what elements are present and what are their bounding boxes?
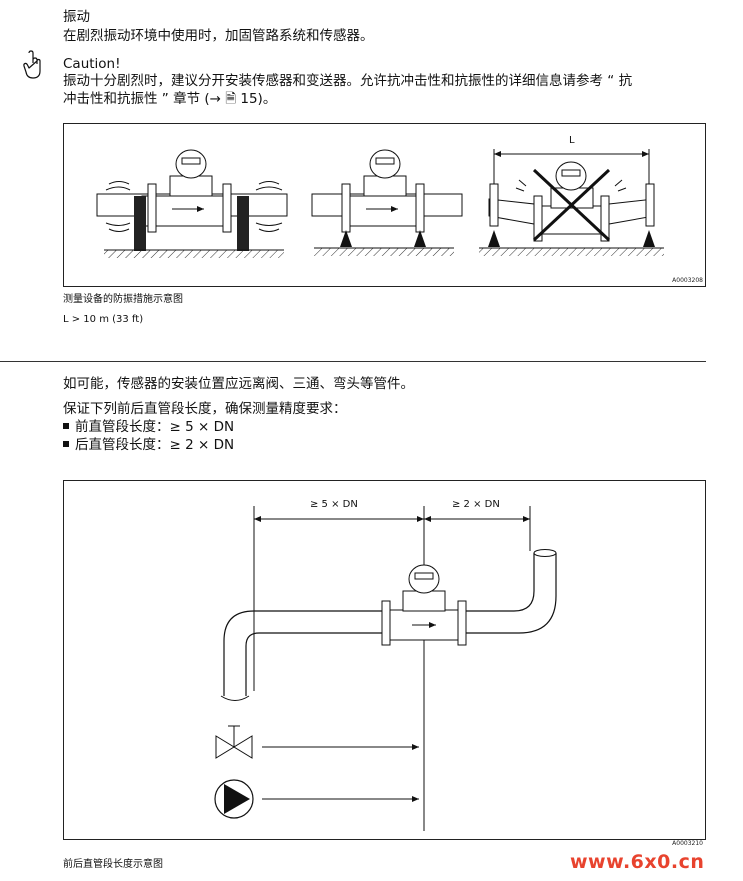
drawing-floor-mounted-pipe	[311, 149, 463, 256]
caution-text-line1: 振动十分剧烈时，建议分开安装传感器和变送器。允许抗冲击性和抗振性的详细信息请参考…	[63, 73, 633, 89]
section-divider	[0, 361, 706, 362]
dimension-label-l: L	[569, 135, 575, 146]
bullet-item: 前直管段长度：≥ 5 × DN	[63, 418, 234, 436]
drawing-supported-pipe	[96, 149, 288, 258]
figure-caption: 前后直管段长度示意图	[63, 859, 163, 870]
caution-title: Caution!	[63, 56, 121, 72]
bullet-text: 后直管段长度：≥ 2 × DN	[75, 437, 235, 453]
straight-run-paragraph-1: 如可能，传感器的安装位置应远离阀、三通、弯头等管件。	[63, 376, 414, 392]
dimension-inlet-label: ≥ 5 × DN	[310, 499, 358, 510]
section-heading-vibration: 振动	[63, 9, 90, 25]
figure-caption: 测量设备的防振措施示意图	[63, 294, 183, 305]
figure-code: A0003208	[672, 277, 703, 284]
figure-code: A0003210	[672, 840, 703, 847]
vibration-intro: 在剧烈振动环境中使用时，加固管路系统和传感器。	[63, 28, 374, 44]
vibration-figure: L A0003208	[63, 123, 706, 287]
straight-run-figure: ≥ 5 × DN ≥ 2 × DN A0003210	[63, 480, 706, 847]
straight-run-drawing	[214, 506, 557, 831]
straight-run-paragraph-2: 保证下列前后直管段长度，确保测量精度要求：	[63, 401, 347, 417]
vibration-figure-drawing	[96, 149, 664, 258]
dimension-outlet-label: ≥ 2 × DN	[452, 499, 500, 510]
bullet-item: 后直管段长度：≥ 2 × DN	[63, 436, 234, 454]
caution-text-line2: 冲击性和抗振性 ” 章节 (→ 🗎 15)。	[63, 91, 277, 107]
bullet-icon	[63, 423, 69, 429]
watermark: www.6x0.cn	[570, 851, 705, 873]
caution-hand-icon	[23, 50, 41, 79]
figure-note: L > 10 m (33 ft)	[63, 314, 144, 325]
bullet-text: 前直管段长度：≥ 5 × DN	[75, 419, 235, 435]
bullet-icon	[63, 441, 69, 447]
drawing-incorrect-long-span	[479, 149, 664, 256]
